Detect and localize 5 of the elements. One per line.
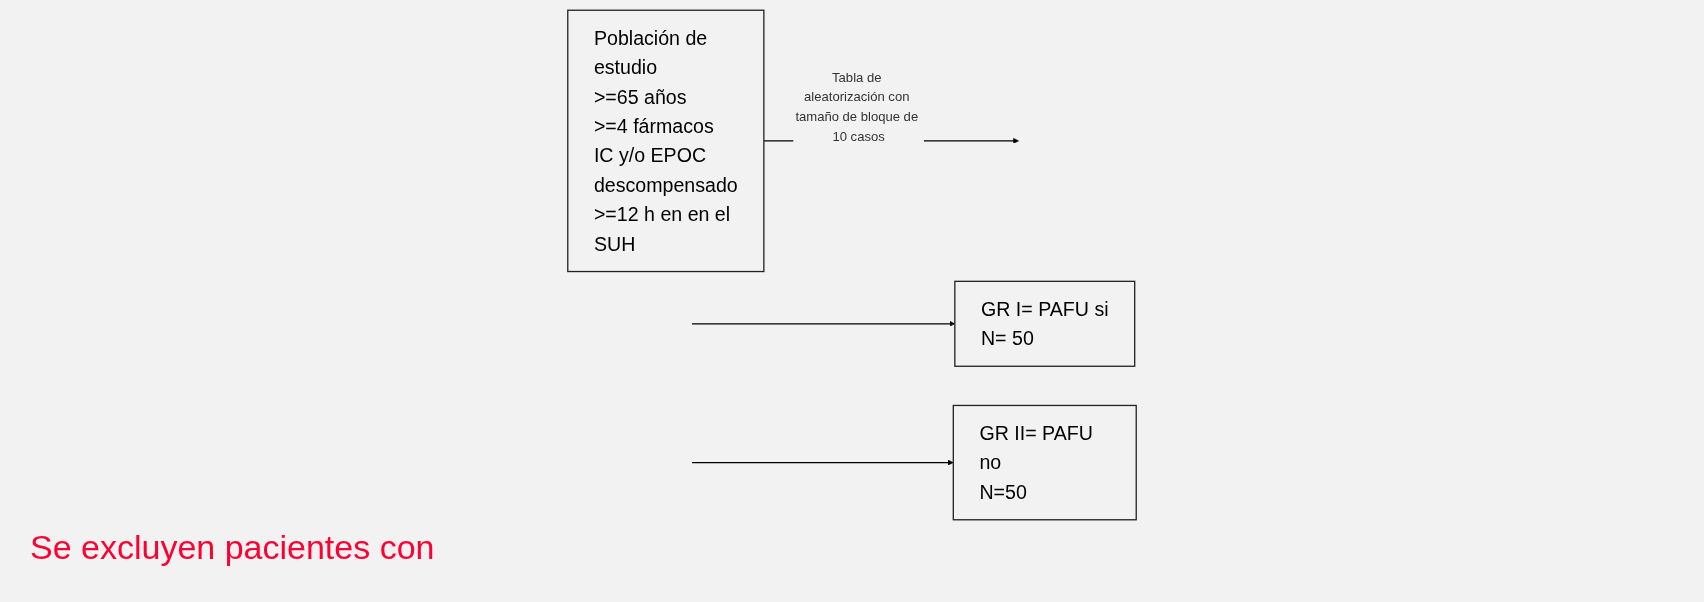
arrow bbox=[691, 459, 954, 466]
note-text: Se excluyen pacientes con bbox=[30, 528, 435, 567]
process-box: GR I= PAFU si N= 50 bbox=[954, 280, 1136, 367]
process-box: Población de estudio >=65 años >=4 fármacos IC y/o EPOC descompensado >=12 h en en el SUH bbox=[567, 9, 765, 273]
process-box: GR II= PAFU no N=50 bbox=[952, 404, 1137, 521]
